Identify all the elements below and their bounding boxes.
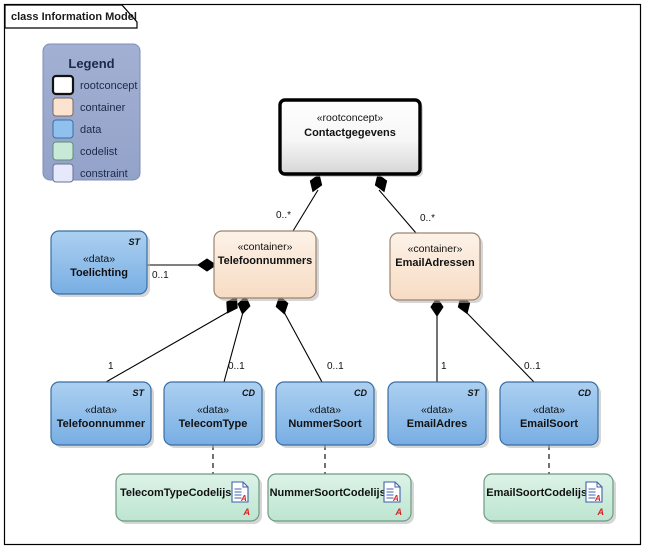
multiplicity-contactgegevens-telefoonnummers: 0..* (276, 210, 291, 221)
association-line (292, 189, 319, 232)
class-box-telefoonnummer[interactable]: «data» Telefoonnummer ST (50, 381, 154, 448)
legend-label-container: container (80, 102, 126, 114)
box-body[interactable] (483, 473, 614, 522)
class-box-contactgegevens[interactable]: «rootconcept» Contactgegevens (278, 98, 423, 177)
document-icon: A (383, 481, 401, 503)
composition-diamond-toelichting (197, 258, 217, 272)
multiplicity-telefoonnummers-telecomtype: 0..1 (228, 361, 245, 372)
class-stereotype-toelichting: «data» (83, 253, 115, 265)
class-box-emailsoort[interactable]: «data» EmailSoort CD (499, 381, 601, 448)
class-box-telecomtype[interactable]: «data» TelecomType CD (163, 381, 265, 448)
document-icon: A (231, 481, 249, 503)
legend-swatch-constraint (52, 163, 74, 183)
multiplicity-contactgegevens-emailadressen: 0..* (420, 213, 435, 224)
class-name-emailsoort: EmailSoort (520, 418, 578, 430)
legend-item-constraint: constraint (52, 163, 128, 183)
codelist-marker-nummersoortcodelijst: A (395, 507, 403, 517)
multiplicity-emailadressen-emailadres: 1 (441, 361, 447, 372)
codelist-name-telecomtypecodelijst: TelecomTypeCodelijst (120, 487, 235, 499)
box-body[interactable] (115, 473, 260, 522)
legend-label-data: data (80, 124, 102, 136)
legend-swatch-codelist (52, 141, 74, 161)
box-body[interactable] (389, 232, 481, 301)
multiplicity-labels: 0..* 0..* 0..1 1 0..1 0..1 1 0..1 (108, 210, 541, 372)
class-box-toelichting[interactable]: «data» Toelichting ST (50, 230, 150, 297)
codelist-name-emailsoortcodelijst: EmailSoortCodelijst (486, 487, 591, 499)
legend-swatch-rootconcept (51, 74, 75, 96)
class-name-contactgegevens: Contactgegevens (304, 127, 396, 139)
box-body[interactable] (163, 381, 263, 446)
class-name-telefoonnummers: Telefoonnummers (218, 255, 313, 267)
icon-marker-a: A (240, 494, 247, 503)
box-body[interactable] (213, 230, 317, 299)
box-body[interactable] (275, 381, 375, 446)
legend-swatch-data (52, 119, 74, 139)
class-stereotype-telecomtype: «data» (197, 404, 229, 416)
class-type-tag-nummersoort: CD (354, 388, 367, 398)
legend-item-container: container (52, 97, 126, 117)
class-name-nummersoort: NummerSoort (288, 418, 362, 430)
legend-label-constraint: constraint (80, 168, 128, 180)
multiplicity-telefoonnummers-toelichting: 0..1 (152, 270, 169, 281)
icon-marker-a: A (594, 494, 601, 503)
class-name-emailadres: EmailAdres (407, 418, 468, 430)
frame-title-label: class Information Model (11, 11, 137, 23)
legend-items: rootconcept container data codelist constrai… (51, 74, 137, 183)
class-boxes-layer: «rootconcept» Contactgegevens «container» T… (50, 98, 601, 448)
box-body[interactable] (267, 473, 412, 522)
class-type-tag-emailsoort: CD (578, 388, 591, 398)
class-box-emailadressen[interactable]: «container» EmailAdressen (389, 232, 483, 303)
class-type-tag-telefoonnummer: ST (132, 388, 145, 398)
codelist-name-nummersoortcodelijst: NummerSoortCodelijst (270, 487, 390, 499)
association-line (378, 189, 417, 234)
document-icon: A (585, 481, 603, 503)
legend-item-rootconcept: rootconcept (51, 74, 137, 96)
class-name-telecomtype: TelecomType (179, 418, 248, 430)
legend-label-rootconcept: rootconcept (80, 80, 137, 92)
legend-panel: Legend rootconcept container data codelist c… (42, 43, 141, 183)
association-line (465, 311, 535, 383)
legend-title: Legend (68, 56, 114, 71)
legend-item-data: data (52, 119, 102, 139)
class-type-tag-emailadres: ST (467, 388, 480, 398)
class-type-tag-toelichting: ST (128, 237, 141, 247)
class-box-telefoonnummers[interactable]: «container» Telefoonnummers (213, 230, 319, 301)
class-name-toelichting: Toelichting (70, 267, 128, 279)
class-stereotype-emailadressen: «container» (408, 243, 463, 255)
association-telefoonnummers-toelichting (147, 258, 217, 272)
multiplicity-emailadressen-emailsoort: 0..1 (524, 361, 541, 372)
icon-marker-a: A (392, 494, 399, 503)
box-body[interactable] (499, 381, 599, 446)
box-body[interactable] (50, 230, 148, 295)
class-box-nummersoort[interactable]: «data» NummerSoort CD (275, 381, 377, 448)
association-line (283, 311, 323, 383)
class-stereotype-emailsoort: «data» (533, 404, 565, 416)
class-stereotype-emailadres: «data» (421, 404, 453, 416)
class-name-telefoonnummer: Telefoonnummer (57, 418, 146, 430)
codelist-marker-emailsoortcodelijst: A (597, 507, 605, 517)
box-body[interactable] (50, 381, 152, 446)
multiplicity-telefoonnummers-telefoonnummer: 1 (108, 361, 114, 372)
legend-swatch-container (52, 97, 74, 117)
legend-label-codelist: codelist (80, 146, 117, 158)
class-type-tag-telecomtype: CD (242, 388, 255, 398)
box-body[interactable] (387, 381, 487, 446)
legend-item-codelist: codelist (52, 141, 117, 161)
codelist-marker-telecomtypecodelijst: A (243, 507, 251, 517)
box-body[interactable] (278, 98, 422, 176)
class-box-emailadres[interactable]: «data» EmailAdres ST (387, 381, 489, 448)
class-stereotype-telefoonnummer: «data» (85, 404, 117, 416)
class-name-emailadressen: EmailAdressen (395, 257, 475, 269)
association-line (223, 311, 244, 383)
class-stereotype-contactgegevens: «rootconcept» (317, 112, 384, 124)
multiplicity-telefoonnummers-nummersoort: 0..1 (327, 361, 344, 372)
class-stereotype-telefoonnummers: «container» (238, 241, 293, 253)
association-line (105, 311, 229, 383)
class-stereotype-nummersoort: «data» (309, 404, 341, 416)
